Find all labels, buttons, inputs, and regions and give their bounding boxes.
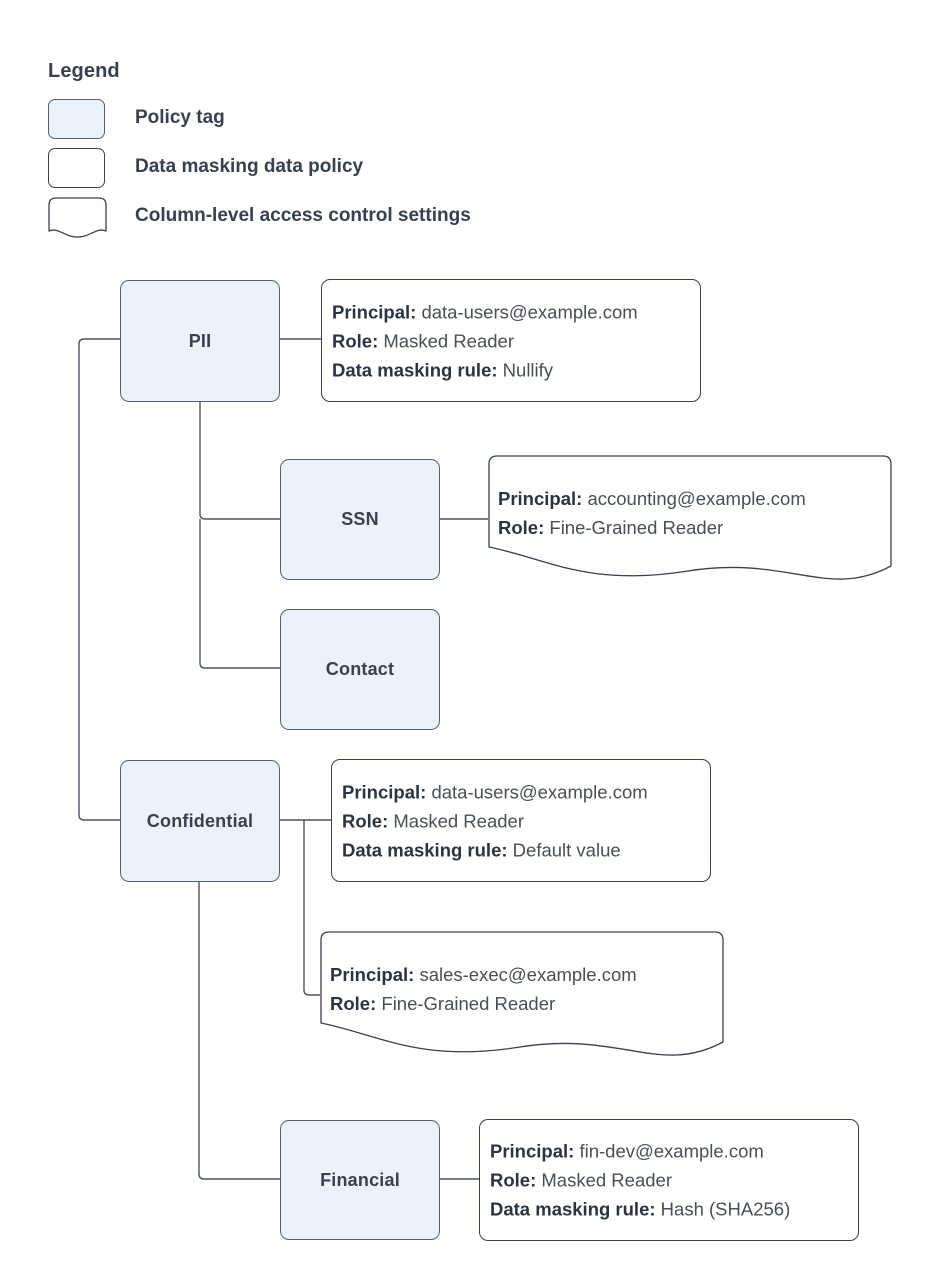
policy-line-role: Role: Masked Reader bbox=[490, 1166, 850, 1195]
policy-line-principal: Principal: data-users@example.com bbox=[342, 777, 702, 806]
policy-key-role: Role: bbox=[330, 993, 377, 1014]
policy-key-principal: Principal: bbox=[332, 301, 417, 322]
policy-line-principal: Principal: data-users@example.com bbox=[332, 297, 692, 326]
policy-value-masking-rule: Default value bbox=[512, 839, 621, 860]
policy-value-masking-rule: Nullify bbox=[502, 359, 554, 380]
policy-line-role: Role: Fine-Grained Reader bbox=[330, 989, 637, 1018]
legend-swatch-data-masking-policy-icon bbox=[48, 148, 105, 188]
policy-tag-label-financial: Financial bbox=[320, 1169, 400, 1190]
data-masking-policy-confidential[interactable]: Principal: data-users@example.com Role: … bbox=[331, 759, 711, 882]
policy-value-role: Fine-Grained Reader bbox=[549, 517, 724, 538]
legend-title: Legend bbox=[48, 60, 120, 82]
column-access-control-ssn[interactable]: Principal: accounting@example.com Role: … bbox=[488, 455, 892, 585]
policy-line-role: Role: Masked Reader bbox=[342, 806, 702, 835]
policy-key-role: Role: bbox=[342, 810, 389, 831]
policy-value-principal: data-users@example.com bbox=[431, 781, 648, 802]
policy-key-masking-rule: Data masking rule: bbox=[332, 359, 498, 380]
policy-line-role: Role: Masked Reader bbox=[332, 326, 692, 355]
policy-value-principal: data-users@example.com bbox=[421, 301, 638, 322]
legend-label-column-access-control: Column-level access control settings bbox=[135, 205, 471, 226]
legend-swatch-policy-tag-icon bbox=[48, 99, 105, 139]
policy-tag-label-pii: PII bbox=[188, 330, 212, 351]
policy-value-masking-rule: Hash (SHA256) bbox=[660, 1198, 791, 1220]
policy-value-role: Masked Reader bbox=[541, 1169, 672, 1191]
policy-value-principal: sales-exec@example.com bbox=[419, 964, 637, 985]
policy-value-role: Fine-Grained Reader bbox=[381, 993, 556, 1014]
policy-key-principal: Principal: bbox=[342, 781, 427, 802]
policy-line-masking-rule: Data masking rule: Default value bbox=[342, 835, 702, 864]
policy-key-role: Role: bbox=[498, 517, 545, 538]
policy-tag-node-confidential[interactable]: Confidential bbox=[120, 760, 280, 882]
policy-tag-node-ssn[interactable]: SSN bbox=[280, 459, 440, 580]
policy-line-masking-rule: Data masking rule: Hash (SHA256) bbox=[490, 1195, 850, 1224]
legend-label-policy-tag: Policy tag bbox=[135, 107, 225, 128]
policy-line-principal: Principal: fin-dev@example.com bbox=[490, 1137, 850, 1166]
policy-key-masking-rule: Data masking rule: bbox=[490, 1198, 656, 1220]
policy-key-principal: Principal: bbox=[498, 488, 583, 509]
column-access-control-confidential[interactable]: Principal: sales-exec@example.com Role: … bbox=[320, 931, 724, 1061]
policy-line-principal: Principal: sales-exec@example.com bbox=[330, 960, 637, 989]
policy-line-role: Role: Fine-Grained Reader bbox=[498, 513, 806, 542]
policy-tag-node-contact[interactable]: Contact bbox=[280, 609, 440, 730]
policy-tag-label-contact: Contact bbox=[325, 659, 395, 679]
policy-key-principal: Principal: bbox=[330, 964, 415, 985]
legend-label-data-masking-policy: Data masking data policy bbox=[135, 156, 364, 177]
legend-swatch-column-access-control-icon bbox=[48, 197, 107, 238]
policy-key-masking-rule: Data masking rule: bbox=[342, 839, 508, 860]
policy-tag-node-pii[interactable]: PII bbox=[120, 280, 280, 402]
policy-tag-label-confidential: Confidential bbox=[146, 810, 254, 831]
policy-line-principal: Principal: accounting@example.com bbox=[498, 484, 806, 513]
policy-line-masking-rule: Data masking rule: Nullify bbox=[332, 355, 692, 384]
policy-value-role: Masked Reader bbox=[383, 330, 514, 351]
data-masking-policy-financial[interactable]: Principal: fin-dev@example.com Role: Mas… bbox=[479, 1119, 859, 1241]
policy-key-principal: Principal: bbox=[490, 1140, 575, 1162]
policy-value-principal: accounting@example.com bbox=[587, 488, 806, 509]
policy-tag-label-ssn: SSN bbox=[341, 509, 379, 529]
policy-value-role: Masked Reader bbox=[393, 810, 524, 831]
policy-value-principal: fin-dev@example.com bbox=[579, 1140, 764, 1162]
policy-key-role: Role: bbox=[332, 330, 379, 351]
policy-tag-node-financial[interactable]: Financial bbox=[280, 1120, 440, 1240]
data-masking-policy-pii[interactable]: Principal: data-users@example.com Role: … bbox=[321, 279, 701, 402]
policy-key-role: Role: bbox=[490, 1169, 537, 1191]
